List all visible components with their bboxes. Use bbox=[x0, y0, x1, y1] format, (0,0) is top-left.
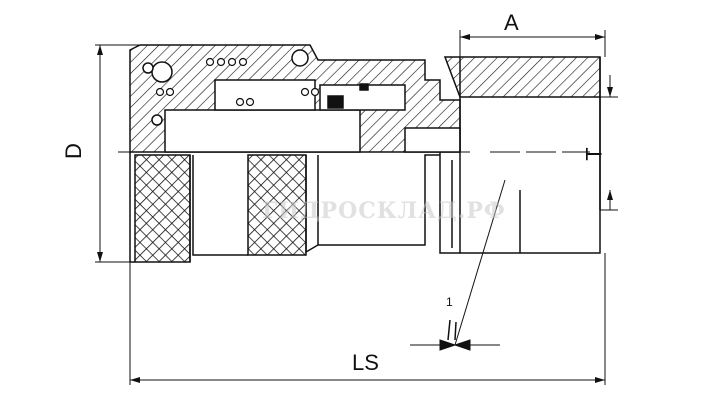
hex-nut bbox=[439, 56, 601, 254]
dimension-label-a: A bbox=[504, 10, 519, 35]
callout-label: 1 bbox=[446, 295, 453, 309]
watermark: ГИДРОСКЛАД.РФ bbox=[262, 198, 506, 224]
knurled-sleeve-left bbox=[134, 154, 191, 263]
knurled-sleeve-right bbox=[247, 154, 307, 256]
dimension-label-ls: LS bbox=[352, 350, 379, 375]
dimension-lines bbox=[95, 30, 618, 385]
body-section bbox=[129, 44, 461, 153]
dimension-label-t: T bbox=[581, 147, 607, 161]
dimension-label-d: D bbox=[60, 143, 86, 159]
